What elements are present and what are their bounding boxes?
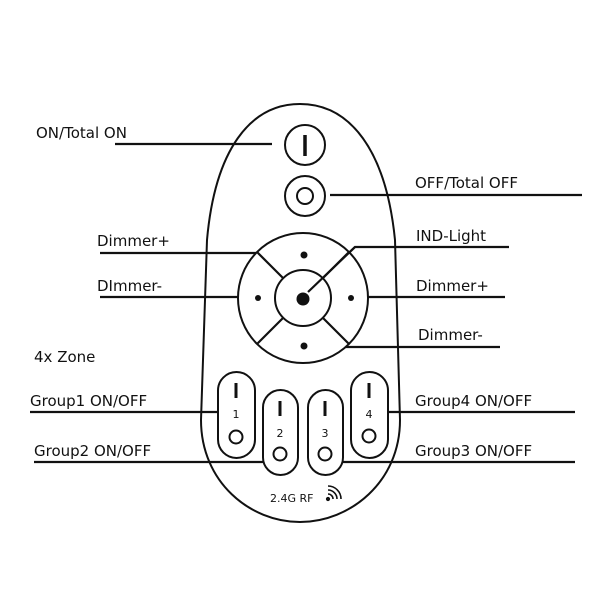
on-button[interactable] — [284, 124, 326, 166]
dimmer-plus-top-button[interactable] — [300, 251, 308, 259]
ind-light-leader — [307, 246, 356, 293]
label-dimmer-plus-left: Dimmer+ — [97, 232, 170, 250]
power-off-icon — [296, 187, 314, 205]
group3-number: 3 — [322, 427, 329, 440]
label-off-total-off: OFF/Total OFF — [415, 174, 518, 192]
label-dimmer-plus-right: Dimmer+ — [416, 277, 489, 295]
label-group2: Group2 ON/OFF — [34, 442, 151, 460]
label-zone: 4x Zone — [34, 348, 95, 366]
off-button[interactable] — [284, 175, 326, 217]
group4-button[interactable]: 4 — [350, 371, 389, 459]
dimmer-minus-left-button[interactable] — [255, 295, 261, 301]
dimmer-plus-right-button[interactable] — [348, 295, 354, 301]
group2-number: 2 — [277, 427, 284, 440]
label-ind-light: IND-Light — [416, 227, 486, 245]
group1-button[interactable]: 1 — [217, 371, 256, 459]
label-dimmer-minus-left: DImmer- — [97, 277, 162, 295]
ind-light-indicator — [296, 292, 310, 306]
label-group1: Group1 ON/OFF — [30, 392, 147, 410]
label-group3: Group3 ON/OFF — [415, 442, 532, 460]
label-dimmer-minus-right: Dimmer- — [418, 326, 483, 344]
group1-number: 1 — [233, 408, 240, 421]
dimmer-minus-bottom-button[interactable] — [300, 342, 308, 350]
wireless-signal-icon — [325, 485, 342, 502]
group4-number: 4 — [366, 408, 373, 421]
group3-button[interactable]: 3 — [307, 389, 344, 476]
rf-label: 2.4G RF — [270, 492, 313, 505]
group2-button[interactable]: 2 — [262, 389, 299, 476]
label-group4: Group4 ON/OFF — [415, 392, 532, 410]
label-on-total-on: ON/Total ON — [36, 124, 127, 142]
